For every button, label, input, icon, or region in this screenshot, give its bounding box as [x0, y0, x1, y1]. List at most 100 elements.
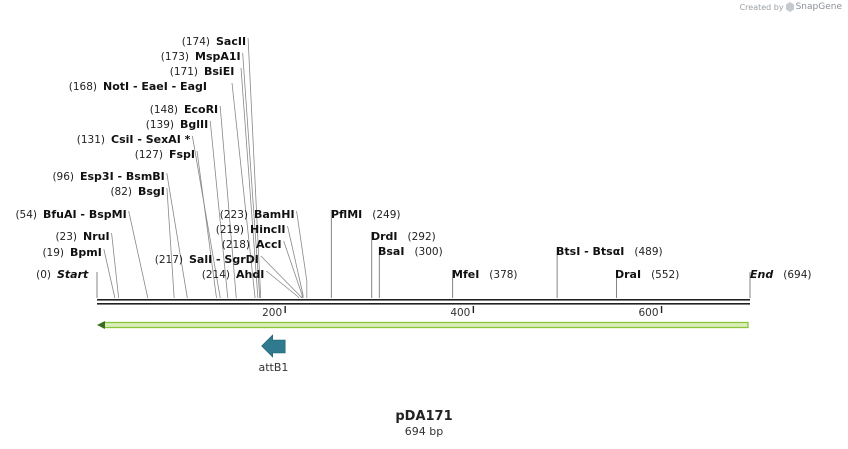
site-nrui[interactable]: NruI (23): [55, 230, 109, 243]
site-drai[interactable]: DraI (552): [615, 268, 679, 281]
site-coordinate: (23): [55, 231, 77, 243]
site-bsai[interactable]: BsaI (300): [378, 245, 443, 258]
site-coordinate: (489): [634, 246, 662, 258]
site-name: AhdI: [236, 268, 264, 281]
site-name: DrdI: [371, 230, 398, 243]
site-hincii[interactable]: HincII(219): [216, 223, 286, 236]
leader-line: [296, 210, 308, 282]
site-ahdi[interactable]: AhdI (214): [202, 268, 265, 281]
site-bglii[interactable]: BglII (139): [146, 118, 208, 131]
site-coordinate: (219): [216, 224, 244, 236]
site-coordinate: (96): [52, 171, 74, 183]
site-mspa1i[interactable]: MspA1I (173): [161, 50, 241, 63]
map-title-block: pDA171 694 bp: [0, 409, 848, 438]
site-name: NotI - EaeI - EagI: [103, 80, 207, 93]
site-coordinate: (223): [220, 209, 248, 221]
site-bfuai-bspmi[interactable]: BfuAI - BspMI (54): [15, 208, 126, 221]
site-bamhi[interactable]: BamHI (223): [220, 208, 295, 221]
site-pflmi[interactable]: PflMI (249): [331, 208, 401, 221]
site-coordinate: (171): [170, 66, 198, 78]
snapgene-logo-icon: [785, 2, 794, 12]
site-name: MfeI: [452, 268, 479, 281]
site-coordinate: (54): [15, 209, 37, 221]
site-csii-sexai[interactable]: CsiI - SexAI *(131): [77, 133, 191, 146]
site-coordinate: (694): [783, 269, 811, 281]
site-btsi-bts-i[interactable]: BtsI - BtsαI (489): [556, 245, 663, 258]
site-bsiei[interactable]: BsiEI (171): [170, 65, 235, 78]
backbone-top-strand: [97, 299, 750, 301]
site-sali-sgrdi[interactable]: SalI - SgrDI (217): [155, 253, 259, 266]
site-coordinate: (249): [372, 209, 400, 221]
site-coordinate: (214): [202, 269, 230, 281]
site-coordinate: (292): [408, 231, 436, 243]
site-drdi[interactable]: DrdI (292): [371, 230, 436, 243]
leader-line: [166, 187, 175, 299]
site-name: BamHI: [254, 208, 295, 221]
site-coordinate: (168): [69, 81, 97, 93]
site-name: BsaI: [378, 245, 404, 258]
ruler-tick-label: 400: [450, 307, 470, 319]
site-name: BfuAI - BspMI: [43, 208, 127, 221]
ruler-tick-label: 600: [639, 307, 659, 319]
site-coordinate: (218): [222, 239, 250, 251]
snapgene-credit: Created by SnapGene: [740, 2, 842, 12]
site-coordinate: (173): [161, 51, 189, 63]
site-coordinate: (127): [135, 149, 163, 161]
site-bsgi[interactable]: BsgI (82): [110, 185, 164, 198]
site-sacii[interactable]: SacII(174): [182, 35, 246, 48]
leader-line: [242, 52, 261, 299]
site-name: BtsI - BtsαI: [556, 245, 624, 258]
site-name: BglII: [180, 118, 208, 131]
map-length: 694 bp: [404, 425, 444, 438]
site-coordinate: (217): [155, 254, 183, 266]
site-end[interactable]: End(694): [750, 268, 811, 281]
site-bpmi[interactable]: BpmI(19): [42, 246, 101, 259]
site-name: FspI: [169, 148, 195, 161]
site-name: Esp3I - BsmBI: [80, 170, 165, 183]
primer-bar: [102, 321, 749, 329]
site-coordinate: (148): [150, 104, 178, 116]
site-name: BpmI: [70, 246, 102, 259]
feature-label: attB1: [258, 361, 288, 374]
site-ecori[interactable]: EcoRI(148): [150, 103, 218, 116]
site-name: Start: [57, 268, 89, 281]
leader-line: [287, 225, 304, 296]
leader-line: [111, 232, 120, 299]
credit-prefix: Created by: [739, 2, 784, 12]
leader-line: [103, 248, 116, 299]
site-name: PflMI: [331, 208, 362, 221]
site-coordinate: (82): [110, 186, 132, 198]
site-name: MspA1I: [195, 50, 241, 63]
site-name: SalI - SgrDI: [189, 253, 259, 266]
site-coordinate: (0): [36, 269, 51, 281]
site-name: DraI: [615, 268, 641, 281]
ruler-tick-label: 200: [262, 307, 282, 319]
site-start[interactable]: Start (0): [36, 268, 89, 281]
site-esp3i-bsmbi[interactable]: Esp3I - BsmBI (96): [52, 170, 164, 183]
site-coordinate: (300): [414, 246, 442, 258]
primer-arrowhead-icon: [97, 321, 105, 329]
leader-line: [240, 67, 259, 299]
leader-line: [128, 210, 149, 299]
feature-arrow[interactable]: [261, 334, 286, 358]
leader-line: [260, 255, 302, 298]
leader-line: [266, 270, 299, 298]
primer-track: [97, 321, 749, 329]
site-coordinate: (139): [146, 119, 174, 131]
bp-ruler: 200 400 600: [262, 306, 663, 319]
dna-backbone: [97, 299, 750, 305]
leader-line: [247, 37, 262, 299]
site-acci[interactable]: AccI(218): [222, 238, 282, 251]
site-fspi[interactable]: FspI (127): [135, 148, 195, 161]
leader-line: [191, 135, 221, 299]
site-name: BsiEI: [204, 65, 234, 78]
site-mfei[interactable]: MfeI(378): [452, 268, 518, 281]
site-name: NruI: [83, 230, 110, 243]
site-noti-eaei-eagi[interactable]: NotI - EaeI - EagI (168): [69, 80, 207, 93]
site-name: BsgI: [138, 185, 165, 198]
leader-line: [231, 82, 256, 299]
site-labels: Start (0) BpmI(19) NruI (23) BfuAI - BspMI (54…: [15, 35, 811, 281]
site-coordinate: (552): [651, 269, 679, 281]
site-name: CsiI - SexAI *: [111, 133, 191, 146]
